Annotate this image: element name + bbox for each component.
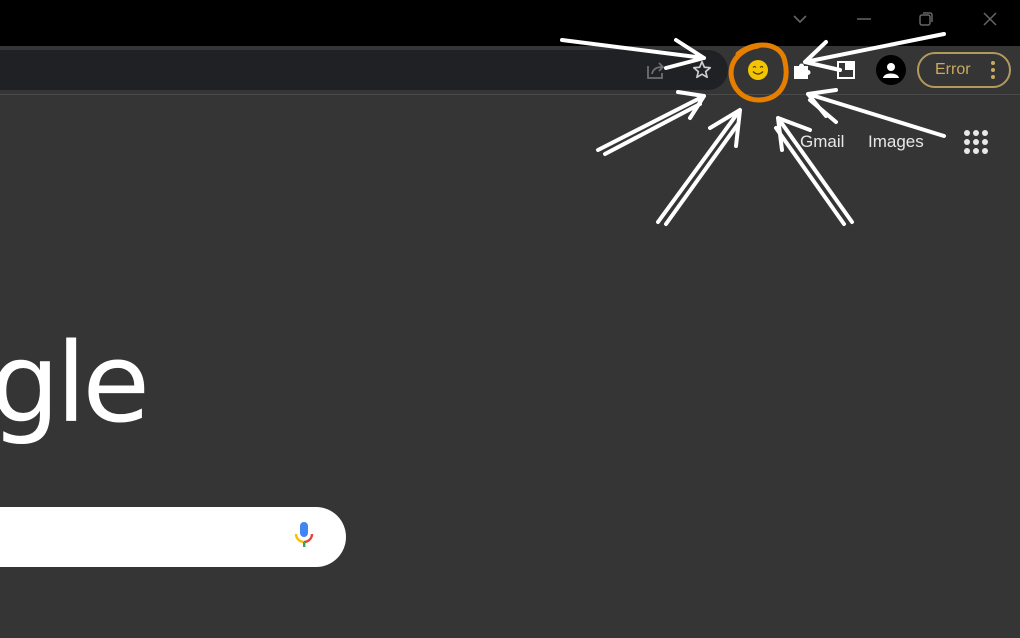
error-label: Error: [935, 61, 971, 78]
error-menu-button[interactable]: Error: [917, 52, 1011, 88]
tab-search-button[interactable]: [780, 6, 820, 32]
side-panel-button[interactable]: [834, 58, 858, 82]
gmail-link[interactable]: Gmail: [800, 132, 845, 151]
restore-icon: [919, 12, 933, 26]
profile-icon: [883, 63, 899, 78]
star-icon: [692, 60, 712, 79]
voice-search-button[interactable]: [292, 520, 316, 555]
minimize-icon: [857, 18, 871, 20]
kebab-menu-icon: [991, 61, 995, 79]
bookmark-star-button[interactable]: [690, 58, 714, 82]
google-apps-button[interactable]: [964, 130, 988, 154]
minimize-button[interactable]: [844, 6, 884, 32]
smiley-extension-button[interactable]: [746, 58, 770, 82]
side-panel-icon: [837, 61, 855, 79]
chevron-down-icon: [793, 15, 807, 24]
microphone-icon: [294, 522, 314, 547]
browser-toolbar: Error: [0, 46, 1020, 95]
restore-button[interactable]: [906, 6, 946, 32]
profile-button[interactable]: [876, 55, 906, 85]
share-button[interactable]: [644, 58, 668, 82]
title-bar: [0, 0, 1020, 46]
google-logo: gle: [0, 319, 150, 447]
images-link[interactable]: Images: [868, 132, 924, 151]
apps-grid-icon: [964, 130, 970, 136]
extensions-button[interactable]: [790, 58, 814, 82]
puzzle-extensions-icon: [794, 63, 811, 79]
close-icon: [983, 12, 997, 26]
close-button[interactable]: [970, 6, 1010, 32]
search-input[interactable]: [0, 507, 346, 567]
smiley-extension-icon: [748, 60, 768, 80]
address-bar[interactable]: [0, 50, 728, 90]
share-icon: [647, 62, 665, 79]
